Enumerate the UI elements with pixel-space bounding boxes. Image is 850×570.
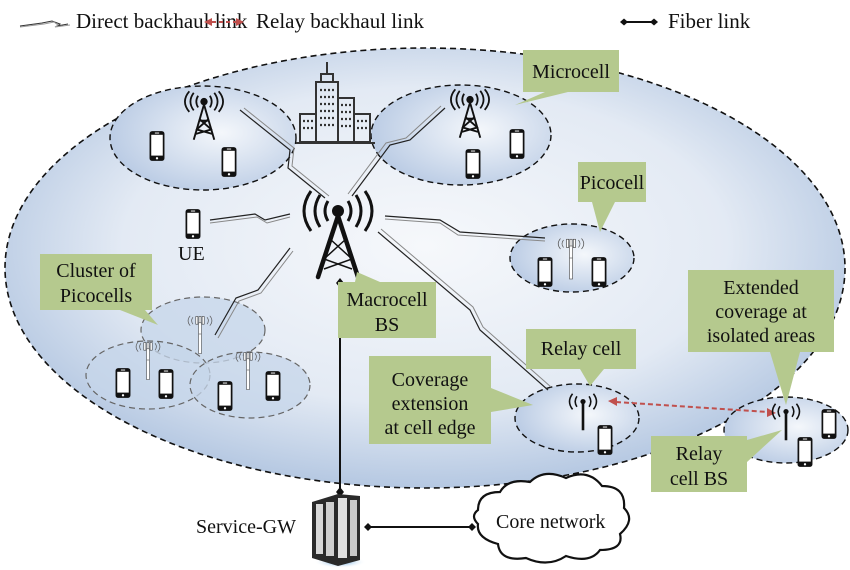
service-gw-server-icon [312,494,366,568]
phone-icon [265,371,281,401]
relay-arrow-left-icon [608,397,617,406]
relay-cell-area [514,383,640,453]
callout-cluster-of-picocells: Cluster of Picocells [40,254,158,325]
ue-label: UE [178,243,205,265]
callout-macrocell-bs: Macrocell BS [338,272,436,338]
cluster-label-line1: Cluster of [56,260,136,282]
building-icon [296,62,375,144]
phone-icon [591,257,607,287]
phone-icon [115,368,131,398]
extended-label-line2: coverage at [715,301,807,323]
extended-label-line3: isolated areas [707,325,815,347]
phone-icon [465,149,481,179]
relay-bs-label-line1: Relay [676,443,723,465]
phone-icon [158,369,174,399]
legend-fiber-label: Fiber link [668,9,751,33]
callout-microcell: Microcell [515,50,619,105]
ue-phone-icon [185,209,201,239]
phone-icon [217,381,233,411]
macro-label-line1: Macrocell [346,289,428,311]
direct-backhaul-links [209,105,552,391]
direct-link-microcell-left [239,107,330,199]
direct-backhaul-legend-icon [19,20,71,28]
relay-backhaul-link [608,397,776,417]
phone-icon [221,147,237,177]
coverage-label-line1: Coverage [392,369,469,391]
picocell-label: Picocell [580,172,645,194]
service-gw-label: Service-GW [196,516,296,538]
extended-label-line1: Extended [723,277,799,299]
coverage-label-line2: extension [392,393,469,415]
phone-icon [797,437,813,467]
callout-relay-cell: Relay cell [526,329,636,386]
relay-cell-label: Relay cell [541,338,622,360]
cluster-picocell-right [189,351,311,419]
direct-link-relay-cell [377,228,552,391]
callout-extended-coverage: Extended coverage at isolated areas [688,270,834,405]
direct-link-ue [209,213,291,224]
relay-backhaul-legend-icon [204,18,244,26]
relay-bs-label-line2: cell BS [670,468,728,490]
macro-label-line2: BS [375,314,399,336]
callout-picocell: Picocell [578,162,646,232]
phone-icon [537,257,553,287]
callout-coverage-extension: Coverage extension at cell edge [369,356,533,444]
coverage-label-line3: at cell edge [384,417,475,439]
legend-relay-label: Relay backhaul link [256,9,424,33]
callout-relay-cell-bs: Relay cell BS [651,430,782,492]
cluster-label-line2: Picocells [60,285,132,307]
core-network-label: Core network [496,511,605,533]
relay-arrow-right-icon [767,408,776,417]
microcell-label: Microcell [532,61,610,83]
legend: Direct backhaul link Relay backhaul link… [19,9,751,33]
phone-icon [149,131,165,161]
phone-icon [509,129,525,159]
phone-icon [597,425,613,455]
phone-icon [821,409,837,439]
fiber-link-legend-icon [620,18,658,26]
direct-link-picocell [384,215,546,242]
direct-link-cluster [214,247,294,339]
direct-link-microcell-right [347,105,446,197]
core-network-cloud-icon [472,472,631,564]
